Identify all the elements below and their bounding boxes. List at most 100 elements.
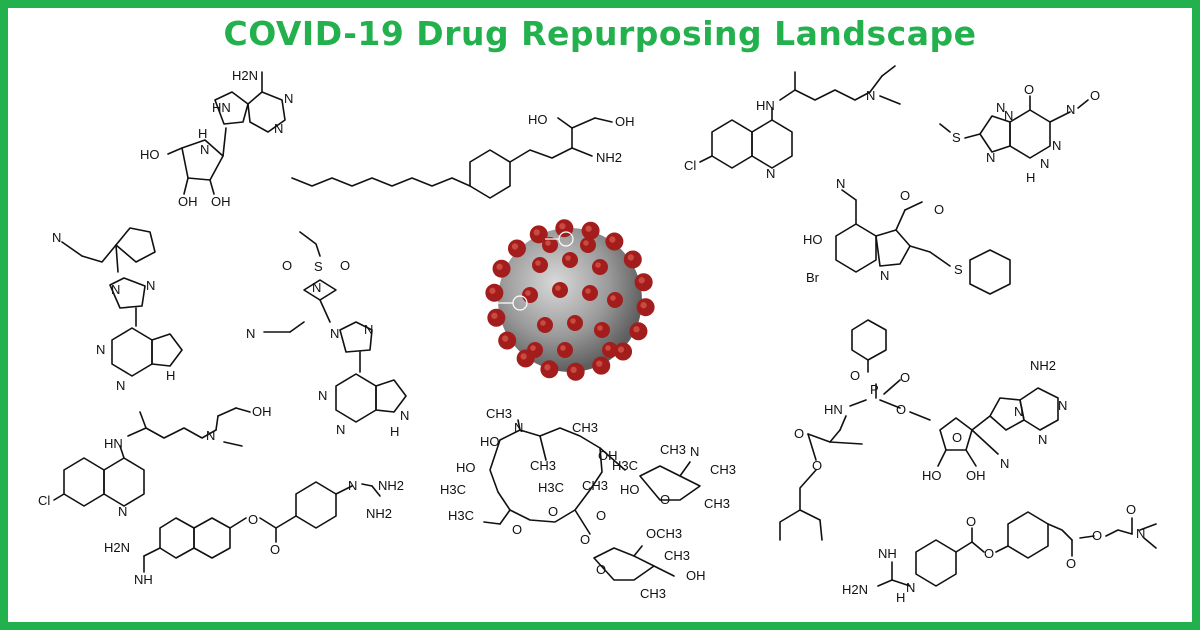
atom-label: H3C — [448, 508, 474, 523]
atom-label: N — [514, 420, 523, 435]
atom-label: HN — [212, 100, 231, 115]
atom-label: NH2 — [1030, 358, 1056, 373]
atom-label: H — [390, 424, 399, 439]
virus-spike-highlight — [640, 302, 647, 309]
virus-spike-highlight — [555, 285, 561, 291]
page-title: COVID-19 Drug Repurposing Landscape — [223, 14, 977, 53]
virus-spike-highlight — [605, 345, 611, 351]
virus-spike-highlight — [570, 318, 576, 324]
atom-label: S — [314, 259, 323, 274]
virus-spike-highlight — [559, 223, 566, 230]
atom-label: N — [690, 444, 699, 459]
atom-label: HN — [756, 98, 775, 113]
virus-spike — [602, 342, 618, 358]
virus-spike-highlight — [633, 326, 640, 333]
atom-label: N — [986, 150, 995, 165]
atom-label: NH — [134, 572, 153, 587]
atom-label: N — [1052, 138, 1061, 153]
atom-label: Cl — [38, 493, 50, 508]
atom-label: O — [1024, 82, 1034, 97]
atom-label: N — [400, 408, 409, 423]
atom-label: O — [812, 458, 822, 473]
atom-label: O — [270, 542, 280, 557]
atom-label: N — [96, 342, 105, 357]
virus-spike-highlight — [535, 260, 541, 266]
atom-label: NH — [878, 546, 897, 561]
atom-label: OH — [252, 404, 272, 419]
virus-spike-highlight — [489, 287, 496, 294]
atom-label: H3C — [440, 482, 466, 497]
atom-label: N — [116, 378, 125, 393]
virus-spike — [532, 257, 548, 273]
atom-label: N — [1136, 526, 1145, 541]
virus-spike — [552, 282, 568, 298]
atom-label: H — [166, 368, 175, 383]
atom-label: N — [1014, 404, 1023, 419]
atom-label: HO — [803, 232, 823, 247]
atom-label: N — [146, 278, 155, 293]
atom-label: N — [364, 322, 373, 337]
atom-label: O — [984, 546, 994, 561]
atom-label: N — [312, 280, 321, 295]
atom-label: O — [248, 512, 258, 527]
atom-label: N — [206, 428, 215, 443]
atom-label: OH — [598, 448, 618, 463]
atom-label: N — [836, 176, 845, 191]
atom-label: O — [1126, 502, 1136, 517]
virus-spike-highlight — [610, 295, 616, 301]
atom-label: H — [1026, 170, 1035, 185]
atom-label: HO — [620, 482, 640, 497]
atom-label: S — [952, 130, 961, 145]
virus-spike-highlight — [502, 335, 509, 342]
atom-label: Cl — [684, 158, 696, 173]
atom-label: O — [900, 370, 910, 385]
atom-label: O — [660, 492, 670, 507]
atom-label: CH3 — [582, 478, 608, 493]
virus-spike-highlight — [511, 243, 519, 250]
atom-label: O — [548, 504, 558, 519]
atom-label: H3C — [538, 480, 564, 495]
atom-label: OH — [966, 468, 986, 483]
atom-label: H2N — [232, 68, 258, 83]
atom-label: NH2 — [366, 506, 392, 521]
virus-spike-highlight — [533, 229, 540, 236]
atom-label: O — [1066, 556, 1076, 571]
atom-label: HO — [922, 468, 942, 483]
atom-label: N — [348, 478, 357, 493]
atom-label: N — [118, 504, 127, 519]
atom-label: O — [850, 368, 860, 383]
virus-spike-highlight — [570, 366, 577, 373]
virus-spike — [594, 322, 610, 338]
atom-label: HO — [456, 460, 476, 475]
virus-spike — [592, 259, 608, 275]
atom-label: N — [1058, 398, 1067, 413]
atom-label: CH3 — [572, 420, 598, 435]
atom-label: Br — [806, 270, 820, 285]
atom-label: HO — [140, 147, 160, 162]
atom-label: N — [246, 326, 255, 341]
virus-spike-highlight — [609, 236, 616, 243]
virus-spike-highlight — [540, 320, 546, 326]
atom-label: N — [1040, 156, 1049, 171]
virus-spike-highlight — [617, 346, 625, 353]
atom-label: O — [900, 188, 910, 203]
virus-spike-highlight — [525, 290, 531, 296]
virus-spike — [562, 252, 578, 268]
virus-spike — [580, 237, 596, 253]
atom-label: O — [1092, 528, 1102, 543]
virus-spike-highlight — [597, 325, 603, 331]
atom-label: N — [200, 142, 209, 157]
virus-spike-highlight — [583, 240, 589, 246]
atom-label: N — [52, 230, 61, 245]
atom-label: CH3 — [710, 462, 736, 477]
virus-spike-highlight — [496, 263, 503, 270]
virus-spike-highlight — [560, 345, 566, 351]
